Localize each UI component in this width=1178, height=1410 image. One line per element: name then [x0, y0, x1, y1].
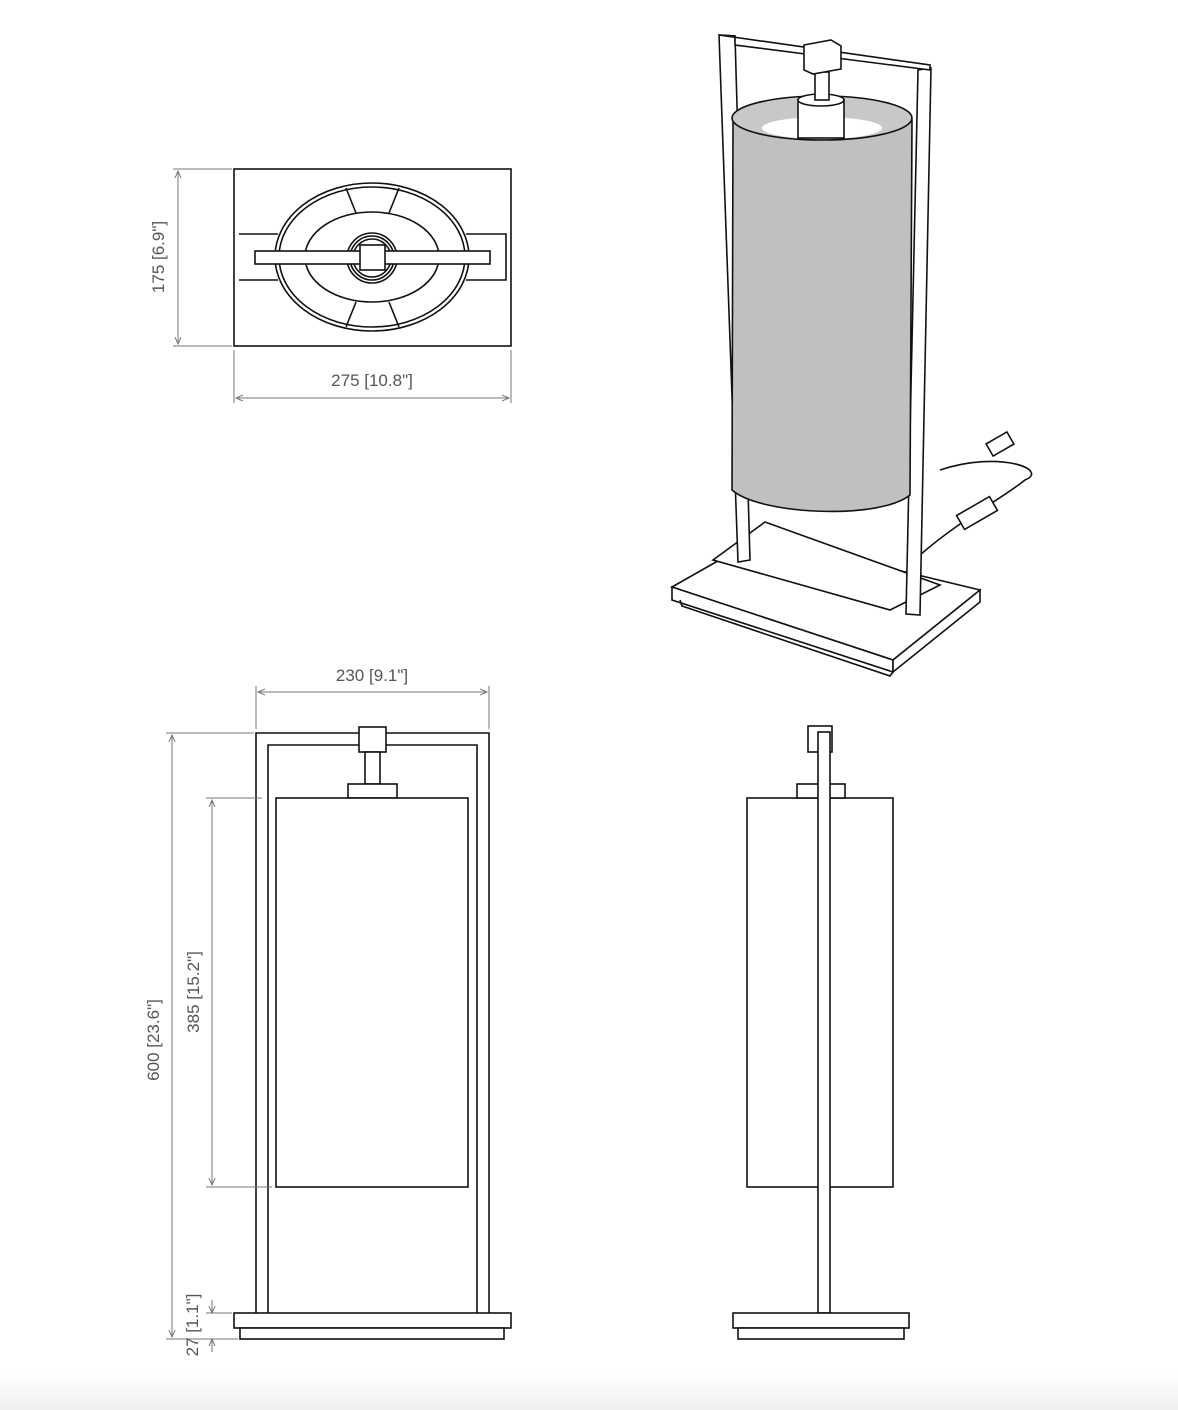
- bottom-fade: [0, 1370, 1178, 1410]
- side-view: [732, 725, 910, 1340]
- width-dimension-label: 275 [10.8"]: [331, 371, 413, 390]
- shade-height-label: 385 [15.2"]: [184, 951, 203, 1033]
- depth-dimension-label: 175 [6.9"]: [149, 221, 168, 293]
- top-view: 175 [6.9"] 275 [10.8"]: [149, 168, 512, 403]
- front-view: 230 [9.1"] 600 [23.6"] 385 [15.2"] 27 [1…: [144, 666, 512, 1357]
- perspective-view: [670, 34, 1033, 677]
- base-height-label: 27 [1.1"]: [183, 1294, 202, 1357]
- front-width-label: 230 [9.1"]: [336, 666, 408, 685]
- lampshade: [731, 119, 913, 513]
- total-height-label: 600 [23.6"]: [144, 999, 163, 1081]
